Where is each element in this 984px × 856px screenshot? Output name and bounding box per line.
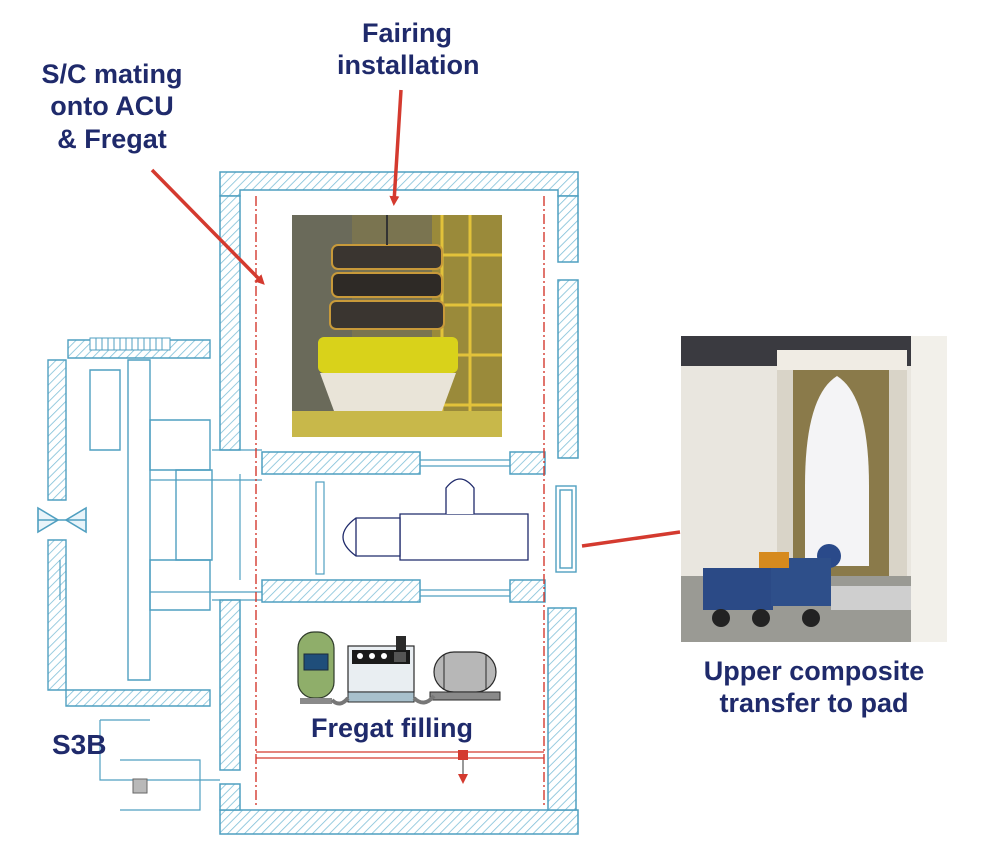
fairing-installation-label: Fairing installation [337, 17, 480, 82]
fairing-label-line1: Fairing [361, 18, 452, 48]
transfer-connector-line [581, 530, 681, 548]
callout-arrows [150, 89, 681, 548]
hall-axis-lines [255, 196, 545, 808]
fregat-filling-label: Fregat filling [311, 713, 473, 743]
spacecraft-mating-label: S/C mating onto ACU & Fregat [22, 58, 202, 155]
mating-label-line1: S/C mating [41, 59, 183, 89]
filling-rail [256, 751, 544, 759]
upper-label-line2: transfer to pad [719, 688, 909, 719]
fairing-label-line2: installation [337, 50, 480, 81]
transfer-door [555, 485, 577, 573]
spacecraft-mating-photo [292, 215, 502, 437]
fregat-filling-equipment [297, 631, 501, 706]
main-hall-walls [219, 171, 579, 835]
s3b-room-outline [120, 759, 201, 811]
upper-composite-label: Upper composite transfer to pad [676, 655, 952, 720]
upper-label-line1: Upper composite [703, 656, 925, 686]
transfer-to-pad-photo [681, 336, 947, 642]
annex-corridors [59, 449, 262, 781]
mating-arrow [150, 168, 265, 285]
middle-room-outline [239, 474, 325, 580]
upper-composite-outline [342, 478, 529, 561]
annex-door-symbol [37, 506, 87, 534]
building-s3b-label: S3B [52, 729, 107, 760]
filling-trolley [458, 750, 468, 760]
transfer-rails [420, 459, 510, 597]
s3b-equipment-box [132, 778, 148, 794]
mating-label-line2: onto ACU [50, 91, 174, 122]
annex-grille [89, 337, 171, 351]
fairing-arrow [389, 89, 403, 206]
mating-label-line3: & Fregat [57, 123, 167, 154]
